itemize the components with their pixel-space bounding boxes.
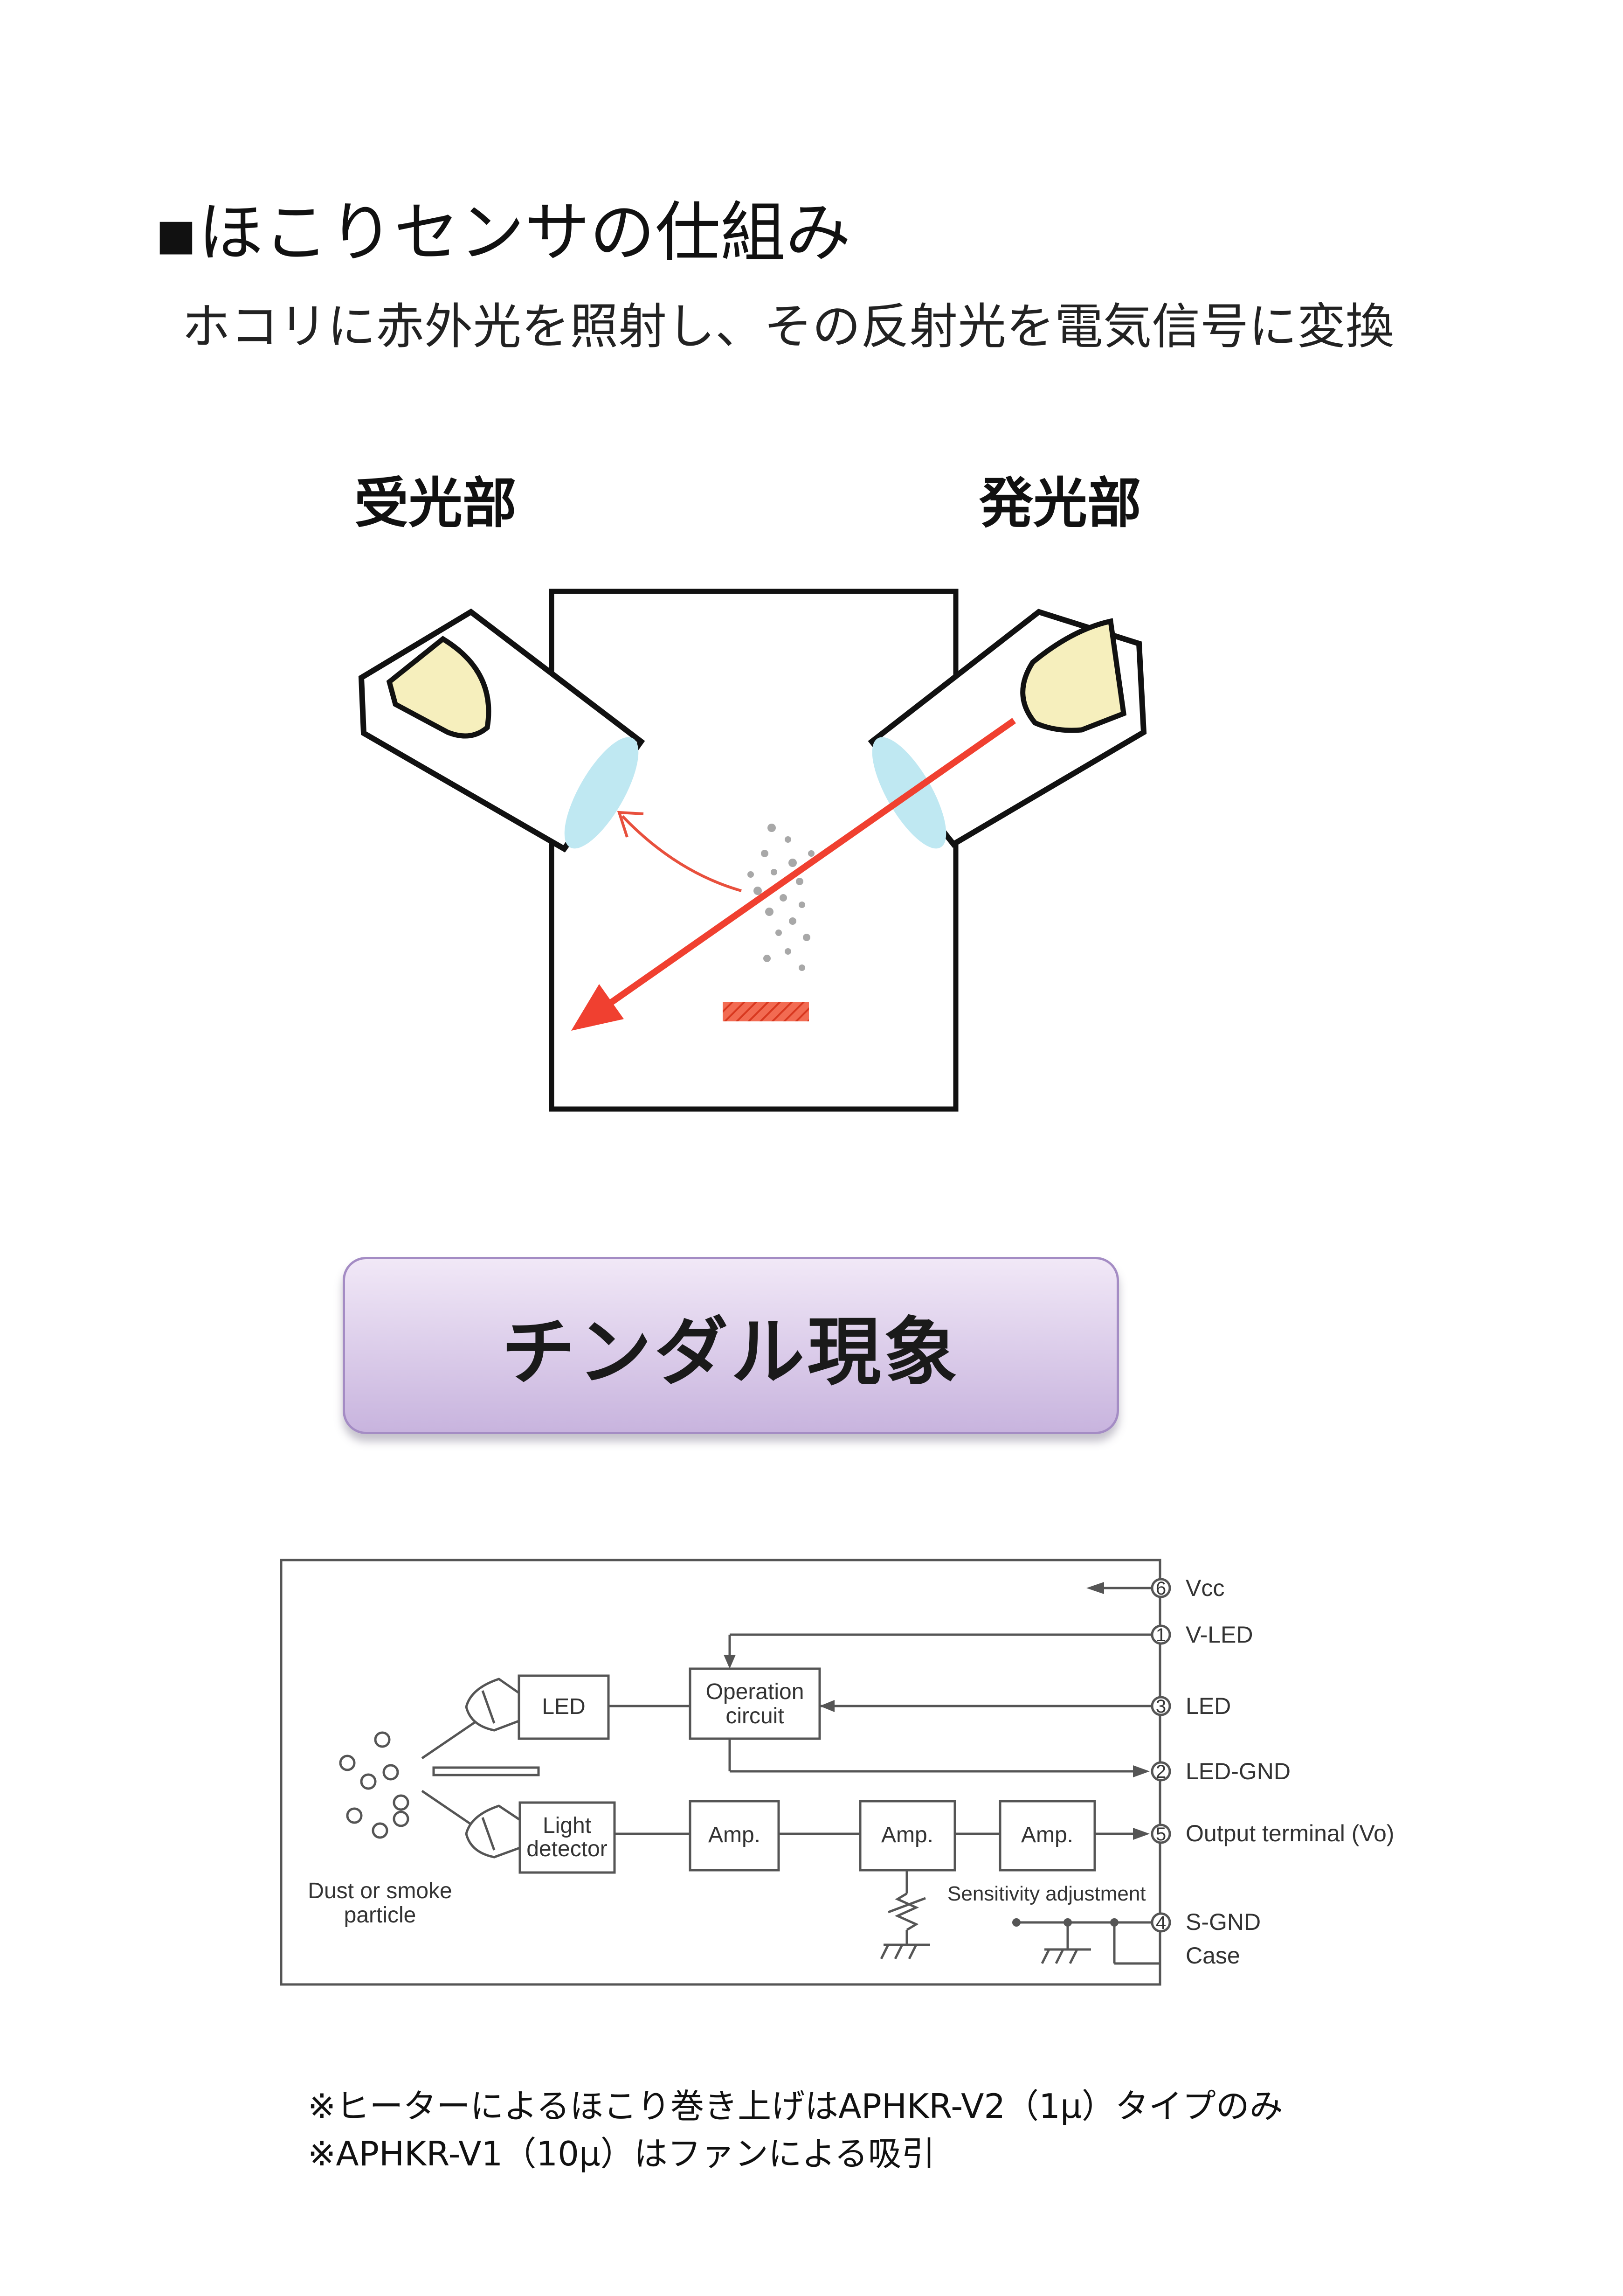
amp1-block bbox=[689, 1800, 780, 1872]
light-trap bbox=[723, 1002, 809, 1021]
emitter-label: 発光部 bbox=[979, 472, 1141, 535]
pin-circle-led-gnd bbox=[1151, 1761, 1171, 1782]
sensitivity-adjustment-label: Sensitivity adjustment bbox=[947, 1882, 1146, 1905]
reflected-ray bbox=[621, 815, 742, 892]
operation-circuit-block bbox=[689, 1667, 821, 1740]
pin-label-v-led: V-LED bbox=[1186, 1622, 1253, 1648]
light-detector-label-line2: detector bbox=[526, 1837, 607, 1861]
particle-label-line2: particle bbox=[344, 1903, 416, 1928]
pin-label-s-gnd: S-GND bbox=[1186, 1909, 1261, 1935]
pin-label-led-gnd: LED-GND bbox=[1186, 1758, 1291, 1784]
detector-icon bbox=[465, 1804, 521, 1859]
pin-number: 4 bbox=[1156, 1913, 1166, 1933]
pin-circle-output bbox=[1151, 1824, 1171, 1844]
pin-label-led: LED bbox=[1186, 1693, 1231, 1719]
infrared-beam bbox=[608, 718, 1016, 1006]
led-block bbox=[518, 1674, 610, 1740]
pin-label-output: Output terminal (Vo) bbox=[1186, 1820, 1394, 1846]
amp3-block bbox=[999, 1800, 1096, 1872]
dust-particles bbox=[747, 824, 815, 971]
pin-number: 5 bbox=[1156, 1824, 1166, 1845]
operation-label-line2: circuit bbox=[725, 1704, 784, 1728]
amp2-block bbox=[859, 1800, 956, 1872]
pin-number: 1 bbox=[1156, 1625, 1166, 1645]
block-diagram: 6 1 3 2 5 4 Vcc V-LED LED LED-GND Output… bbox=[280, 1559, 1394, 1986]
amp1-label: Amp. bbox=[708, 1823, 760, 1847]
page-title: ▪ほこりセンサの仕組み bbox=[154, 195, 851, 271]
reflected-ray-arrowhead bbox=[617, 811, 644, 838]
receiver-label: 受光部 bbox=[354, 472, 517, 535]
footnotes: ※ヒーターによるほこり巻き上げはAPHKR-V2（1μ）タイプのみ ※APHKR… bbox=[308, 2082, 1283, 2178]
case-label: Case bbox=[1186, 1942, 1240, 1969]
pin-number: 2 bbox=[1156, 1762, 1166, 1782]
receiver-element bbox=[386, 636, 491, 739]
light-detector-label-line1: Light bbox=[543, 1813, 591, 1838]
led-block-label: LED bbox=[542, 1694, 585, 1719]
operation-label-line1: Operation bbox=[706, 1679, 804, 1704]
footnote: ※APHKR-V1（10μ）はファンによる吸引 bbox=[308, 2134, 935, 2173]
sensor-illustration bbox=[358, 589, 1147, 1112]
footnote: ※ヒーターによるほこり巻き上げはAPHKR-V2（1μ）タイプのみ bbox=[308, 2087, 1283, 2126]
pin-number: 3 bbox=[1156, 1696, 1166, 1717]
pin-number: 6 bbox=[1156, 1578, 1166, 1599]
particle-circles bbox=[339, 1731, 409, 1839]
tyndall-effect-label: チンダル現象 bbox=[501, 1309, 960, 1395]
particle-label-line1: Dust or smoke bbox=[308, 1879, 452, 1903]
receiver-lens bbox=[564, 737, 639, 849]
sensor-chamber bbox=[549, 589, 959, 1112]
beam-arrowhead bbox=[571, 984, 624, 1031]
amp2-label: Amp. bbox=[881, 1823, 933, 1847]
pin-label-vcc: Vcc bbox=[1186, 1575, 1224, 1601]
tyndall-effect-banner: チンダル現象 bbox=[343, 1257, 1119, 1434]
led-emitter-icon bbox=[465, 1678, 520, 1732]
amp3-label: Amp. bbox=[1021, 1823, 1073, 1847]
page-subtitle: ホコリに赤外光を照射し、その反射光を電気信号に変換 bbox=[182, 298, 1395, 355]
slit-plate bbox=[432, 1766, 540, 1776]
emitter-element bbox=[1020, 618, 1127, 733]
